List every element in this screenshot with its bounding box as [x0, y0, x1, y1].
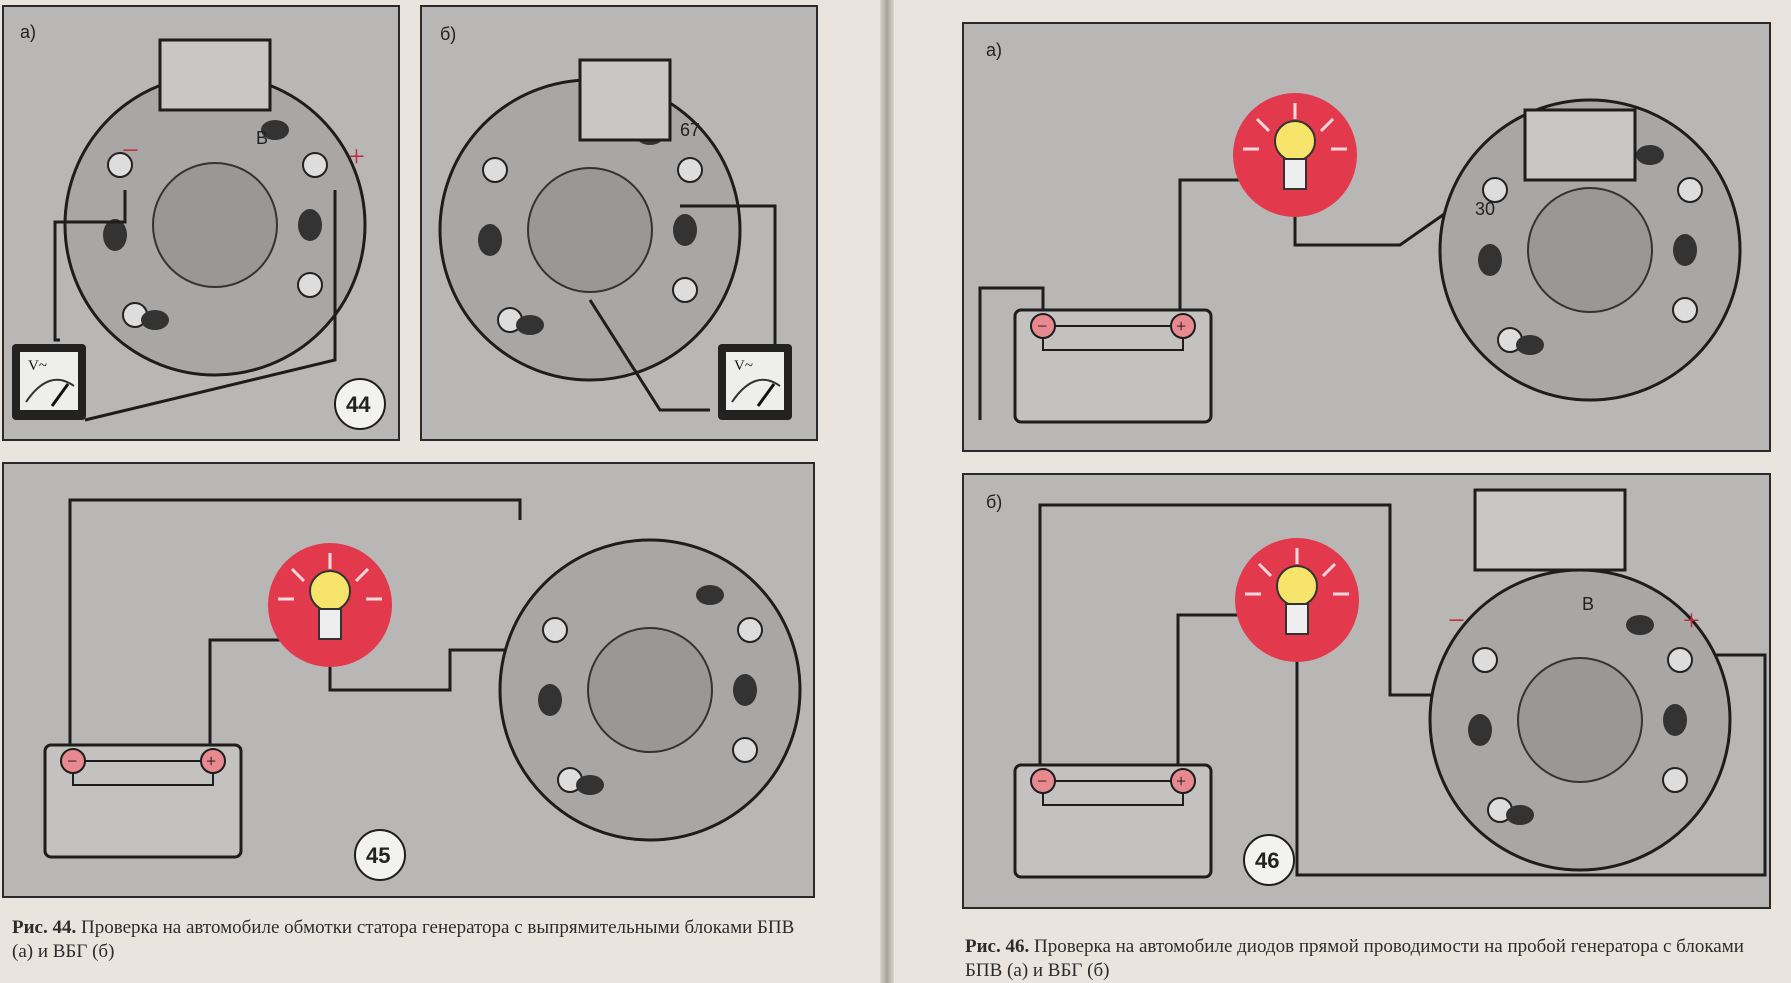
voltmeter-label: V~ [28, 358, 47, 374]
figure-46-caption: Рис. 46. Проверка на автомобиле диодов п… [965, 935, 1770, 983]
book-spine [880, 0, 894, 983]
caption-text: Проверка на автомобиле диодов прямой про… [965, 936, 1744, 981]
rectifier-block [158, 38, 272, 112]
battery-image [1013, 763, 1213, 879]
figure-46b-panel: б) B − + 46 [962, 473, 1771, 909]
plus-sign: + [348, 140, 365, 173]
caption-text: Проверка на автомобиле обмотки статора г… [12, 917, 795, 962]
figure-number-44: 44 [346, 392, 371, 417]
figure-44b-panel: б) 67 V~ [420, 5, 818, 441]
voltmeter-label: V~ [734, 358, 753, 374]
panel-label-b: б) [986, 492, 1002, 512]
regulator-block [578, 58, 672, 142]
minus-sign: − [122, 134, 139, 167]
voltmeter-icon [10, 342, 88, 422]
terminal-b-label: B [256, 128, 268, 148]
caption-prefix: Рис. 46. [965, 936, 1030, 957]
test-lamp-icon [266, 541, 394, 669]
test-lamp-icon [1233, 536, 1361, 664]
minus-sign: − [1448, 604, 1465, 637]
figure-number-45: 45 [366, 843, 390, 868]
voltmeter-icon [716, 342, 794, 422]
figure-45-panel: 45 [2, 462, 815, 898]
panel-label-b: б) [440, 24, 456, 44]
plus-sign: + [1683, 604, 1700, 637]
test-lamp-icon [1231, 91, 1359, 219]
battery-image [1013, 308, 1213, 424]
panel-label-a: а) [20, 22, 36, 42]
figure-44-caption: Рис. 44. Проверка на автомобиле обмотки … [12, 916, 812, 964]
terminal-30-label: 30 [1475, 199, 1495, 219]
rectifier-block [1473, 488, 1627, 572]
alternator-image [63, 73, 367, 377]
battery-image [43, 743, 243, 859]
panel-label-a: а) [986, 40, 1002, 60]
figure-44a-panel: а) B − + V~ 44 [2, 5, 400, 441]
figure-number-46: 46 [1255, 848, 1279, 873]
alternator-image [498, 538, 802, 842]
figure-46a-panel: а) 30 [962, 22, 1771, 452]
terminal-b-label: B [1582, 594, 1594, 614]
terminal-67-label: 67 [680, 120, 700, 140]
regulator-block [1523, 108, 1637, 182]
caption-prefix: Рис. 44. [12, 917, 77, 938]
